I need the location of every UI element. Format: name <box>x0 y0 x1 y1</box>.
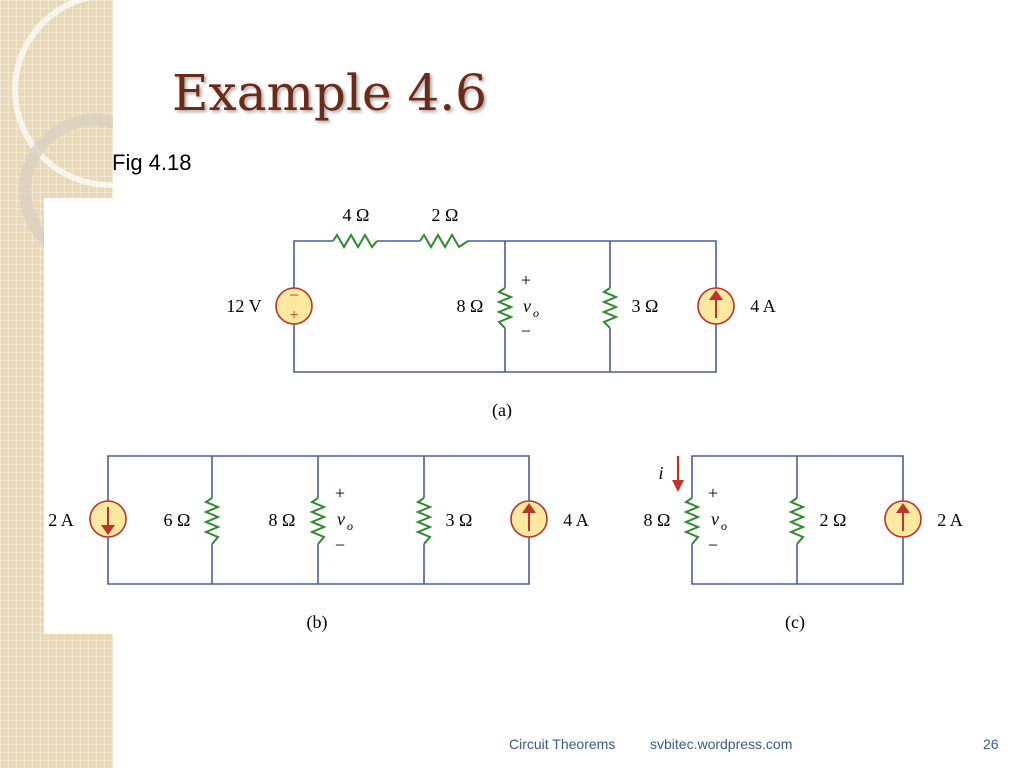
label-3-ohm: 3 Ω <box>632 296 659 316</box>
resistor-8-ohm <box>309 497 327 545</box>
current-source-2a <box>884 500 922 538</box>
voltage-source-12v: − + <box>275 285 313 325</box>
circuit-c-wires <box>691 455 904 585</box>
figure-label: Fig 4.18 <box>112 150 192 175</box>
resistor-4-ohm <box>332 233 378 249</box>
vo-minus: − <box>521 321 531 341</box>
caption-a: (a) <box>492 400 512 421</box>
resistor-3-ohm <box>601 287 619 329</box>
resistor-2-ohm <box>788 497 806 545</box>
footer-page-number: 26 <box>983 736 999 752</box>
vo-label: v <box>711 509 719 529</box>
label-2a: 2 A <box>48 510 74 530</box>
vo-minus: − <box>335 535 345 555</box>
vo-plus: + <box>708 483 718 503</box>
resistor-8-ohm <box>683 497 701 545</box>
current-source-4a <box>510 500 548 538</box>
label-3-ohm: 3 Ω <box>446 510 473 530</box>
footer-site: svbitec.wordpress.com <box>650 736 793 752</box>
circuit-c-resistors <box>683 497 806 545</box>
circuit-b-wires <box>107 455 530 585</box>
current-source-4a <box>697 287 735 325</box>
svg-text:−: − <box>289 285 299 305</box>
label-8-ohm: 8 Ω <box>644 510 671 530</box>
circuit-a-resistors <box>332 233 619 329</box>
circuit-b-resistors <box>203 497 433 545</box>
label-4-ohm: 4 Ω <box>343 205 370 225</box>
label-2-ohm: 2 Ω <box>432 205 459 225</box>
resistor-2-ohm <box>419 233 469 249</box>
vo-plus: + <box>521 270 531 290</box>
circuit-a: − + 4 Ω 2 Ω 12 V 8 Ω + v o − 3 Ω 4 A (a) <box>226 205 775 421</box>
svg-text:+: + <box>289 307 298 324</box>
slide-title: Example 4.6 <box>172 64 487 122</box>
vo-subscript: o <box>347 519 353 533</box>
vo-subscript: o <box>721 519 727 533</box>
caption-c: (c) <box>785 612 805 633</box>
resistor-3-ohm <box>415 497 433 545</box>
footer-topic: Circuit Theorems <box>509 736 616 752</box>
current-source-2a <box>89 500 127 538</box>
label-6-ohm: 6 Ω <box>164 510 191 530</box>
circuit-c: i 8 Ω + v o − 2 Ω 2 A (c) <box>644 455 963 633</box>
label-2a: 2 A <box>937 510 963 530</box>
vo-label: v <box>337 509 345 529</box>
vo-subscript: o <box>533 306 539 320</box>
label-12v: 12 V <box>226 296 261 316</box>
resistor-8-ohm <box>496 287 514 329</box>
label-4a: 4 A <box>750 296 776 316</box>
vo-label: v <box>523 296 531 316</box>
label-8-ohm: 8 Ω <box>269 510 296 530</box>
resistor-6-ohm <box>203 497 221 545</box>
vo-minus: − <box>708 535 718 555</box>
current-arrow-i <box>672 456 684 492</box>
caption-b: (b) <box>307 612 328 633</box>
label-i: i <box>658 463 663 483</box>
circuit-a-wires <box>293 240 717 373</box>
label-2-ohm: 2 Ω <box>820 510 847 530</box>
circuit-b: 2 A 6 Ω 8 Ω + v o − 3 Ω 4 A (b) <box>48 455 589 633</box>
vo-plus: + <box>335 483 345 503</box>
label-4a: 4 A <box>563 510 589 530</box>
label-8-ohm: 8 Ω <box>457 296 484 316</box>
figure-panel <box>44 198 1024 634</box>
